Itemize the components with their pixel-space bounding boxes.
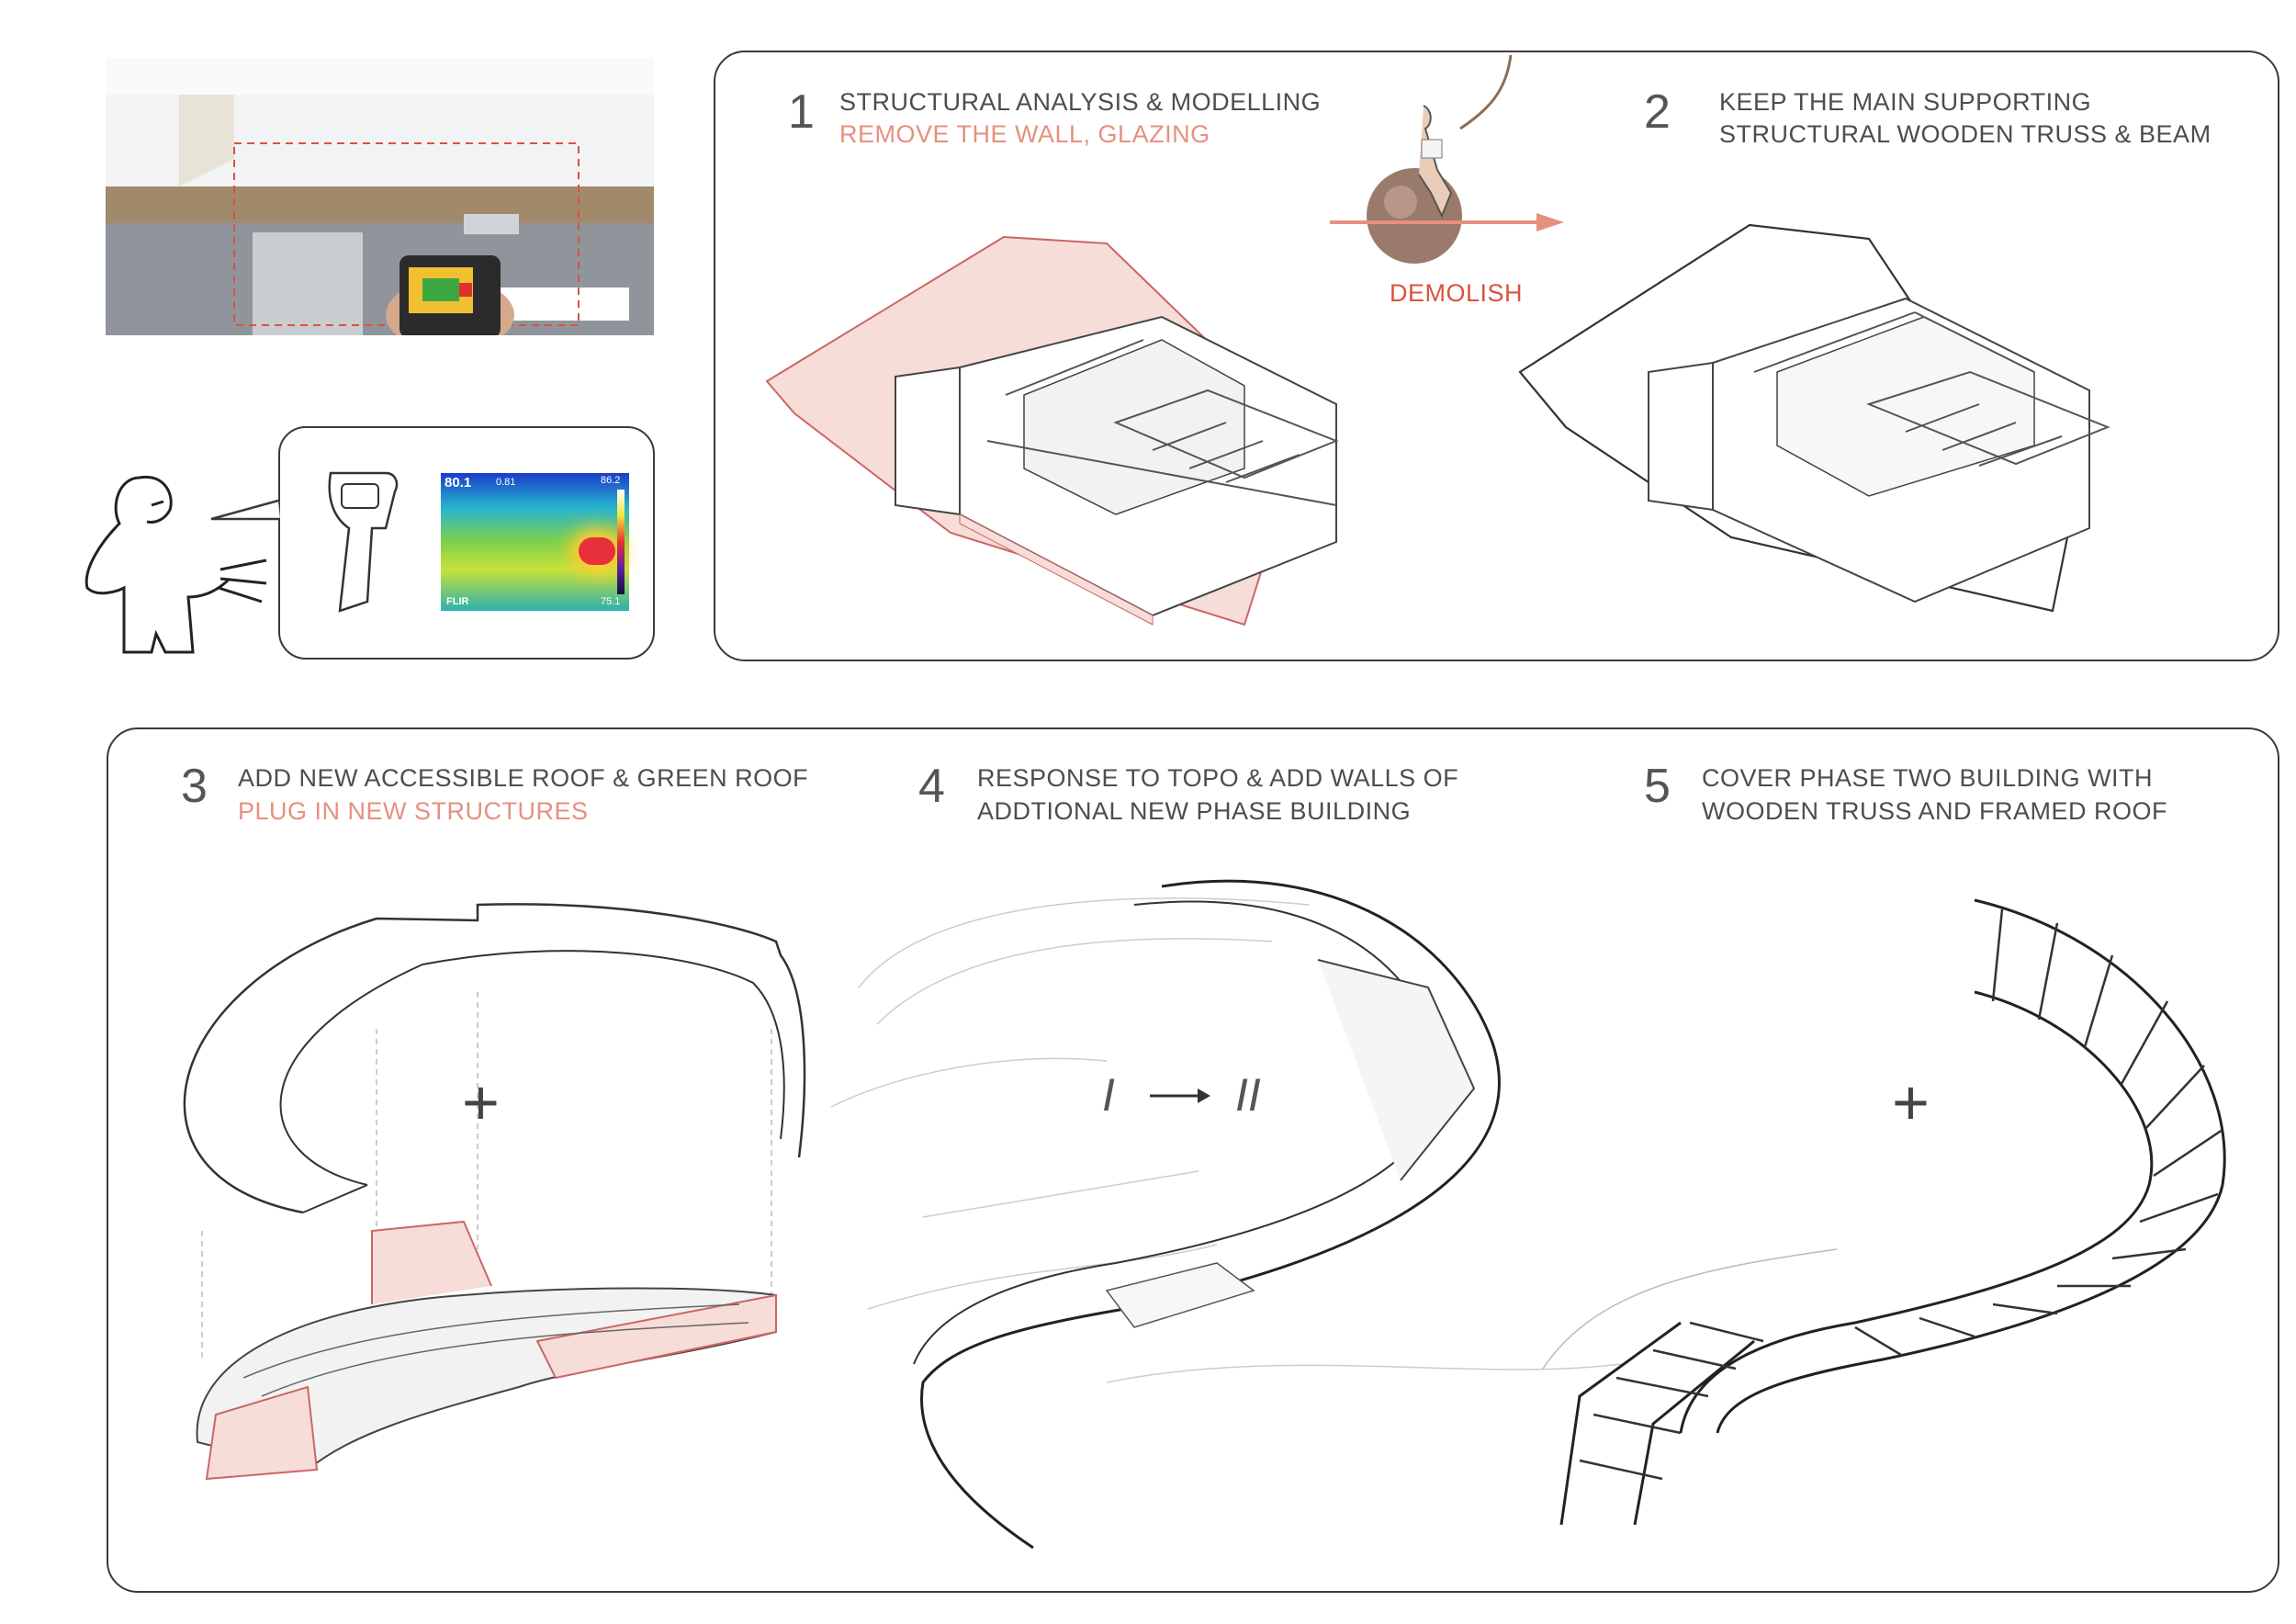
wrecking-ball-icon <box>1367 54 1513 264</box>
plus-sign-step3: + <box>462 1066 500 1138</box>
step4-number: 4 <box>918 760 945 813</box>
step5-line1: COVER PHASE TWO BUILDING WITH <box>1702 764 2154 792</box>
thermal-scale-min: 75.1 <box>601 596 621 607</box>
plus-sign-step5: + <box>1892 1066 1930 1138</box>
step3-line2: PLUG IN NEW STRUCTURES <box>238 797 589 825</box>
phase-to-label: II <box>1235 1069 1261 1121</box>
projection-lines <box>201 992 772 1359</box>
building-existing-axon <box>765 235 1339 626</box>
step1-line1: STRUCTURAL ANALYSIS & MODELLING <box>839 88 1322 116</box>
step4-line2: ADDTIONAL NEW PHASE BUILDING <box>977 797 1412 825</box>
thermal-image: 80.1 0.81 86.2 75.1 FLIR <box>441 473 629 611</box>
step3-number: 3 <box>181 760 208 813</box>
phase-from-label: I <box>1102 1069 1115 1121</box>
site-photo <box>106 58 654 335</box>
step3-line1: ADD NEW ACCESSIBLE ROOF & GREEN ROOF <box>238 764 809 792</box>
step2-line1: KEEP THE MAIN SUPPORTING <box>1719 88 2092 116</box>
thermal-scale-bar <box>617 490 625 594</box>
building-kept-structure-axon <box>1518 223 2110 613</box>
thermal-brand: FLIR <box>446 596 469 607</box>
demolish-arrow-icon <box>1330 213 1564 231</box>
phase-arrow-icon <box>1150 1088 1210 1103</box>
wooden-truss-frame-axon <box>1542 898 2226 1526</box>
person-figure-icon <box>84 475 267 654</box>
site-photo-graphic <box>106 58 654 335</box>
step2-line2: STRUCTURAL WOODEN TRUSS & BEAM <box>1719 120 2212 148</box>
thermal-emissivity: 0.81 <box>496 477 516 488</box>
new-roof-ring-axon <box>183 903 806 1214</box>
ir-thermometer-icon <box>328 471 399 613</box>
new-phase-walls-axon <box>830 879 1622 1550</box>
step5-number: 5 <box>1644 760 1671 813</box>
thermal-camera-icon <box>386 255 514 335</box>
step1-line2: REMOVE THE WALL, GLAZING <box>839 120 1210 148</box>
bottom-panel <box>107 727 2279 1593</box>
thermal-hotspot <box>579 537 615 565</box>
speech-bubble-tail <box>210 499 280 521</box>
step5-line2: WOODEN TRUSS AND FRAMED ROOF <box>1702 797 2168 825</box>
step2-number: 2 <box>1644 85 1671 139</box>
building-with-plugins-axon <box>196 1220 777 1481</box>
step4-line1: RESPONSE TO TOPO & ADD WALLS OF <box>977 764 1459 792</box>
thermal-scale-max: 86.2 <box>601 475 621 486</box>
step1-number: 1 <box>788 85 815 139</box>
demolish-label: DEMOLISH <box>1390 279 1524 307</box>
thermal-temp-reading: 80.1 <box>445 475 472 491</box>
